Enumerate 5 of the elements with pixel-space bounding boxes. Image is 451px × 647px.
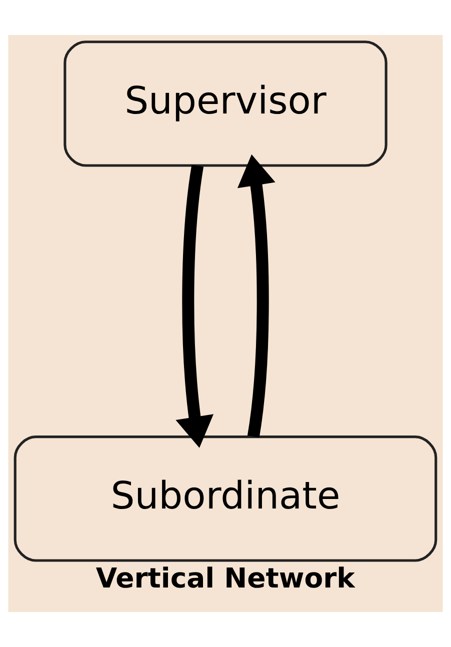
node-box: Supervisor (64, 40, 388, 167)
arrow (176, 164, 214, 448)
node-box: Subordinate (14, 436, 438, 562)
arrow (237, 154, 276, 438)
caption: Vertical Network (96, 564, 355, 595)
